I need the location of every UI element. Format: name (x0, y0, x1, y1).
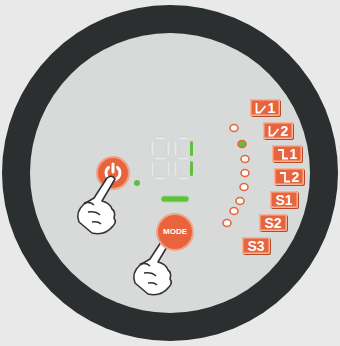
panel-face (30, 33, 310, 313)
mode-badge: S2 (259, 214, 287, 231)
curve-icon (268, 125, 280, 137)
indicator-leds (223, 125, 249, 227)
badge-label: S1 (275, 193, 292, 207)
button-label: MODE (163, 228, 187, 236)
level-bar (161, 196, 189, 202)
badge-label: S2 (264, 216, 281, 230)
curve-icon (255, 102, 267, 114)
mode-badge: S1 (270, 191, 298, 208)
mode-badge: S3 (242, 237, 270, 254)
badge-label: 2 (292, 170, 300, 184)
curve-icon (277, 148, 289, 160)
power-button (97, 157, 129, 189)
status-led (134, 180, 140, 186)
mode-badge: 2 (274, 168, 304, 185)
pointing-hand (78, 176, 116, 233)
mode-badge: 2 (263, 122, 293, 139)
curve-icon (279, 171, 291, 183)
segment-display (151, 137, 189, 180)
badge-label: 1 (290, 147, 298, 161)
lit-segment (190, 141, 193, 156)
power-icon (112, 164, 115, 172)
mode-badge: 1 (250, 99, 280, 116)
badge-label: S3 (247, 239, 264, 253)
mode-button: MODE (158, 215, 192, 249)
outer-ring (2, 5, 338, 341)
lit-segment (190, 161, 193, 176)
badge-label: 2 (281, 124, 289, 138)
mode-badge: 1 (272, 145, 302, 162)
badge-label: 1 (268, 101, 276, 115)
